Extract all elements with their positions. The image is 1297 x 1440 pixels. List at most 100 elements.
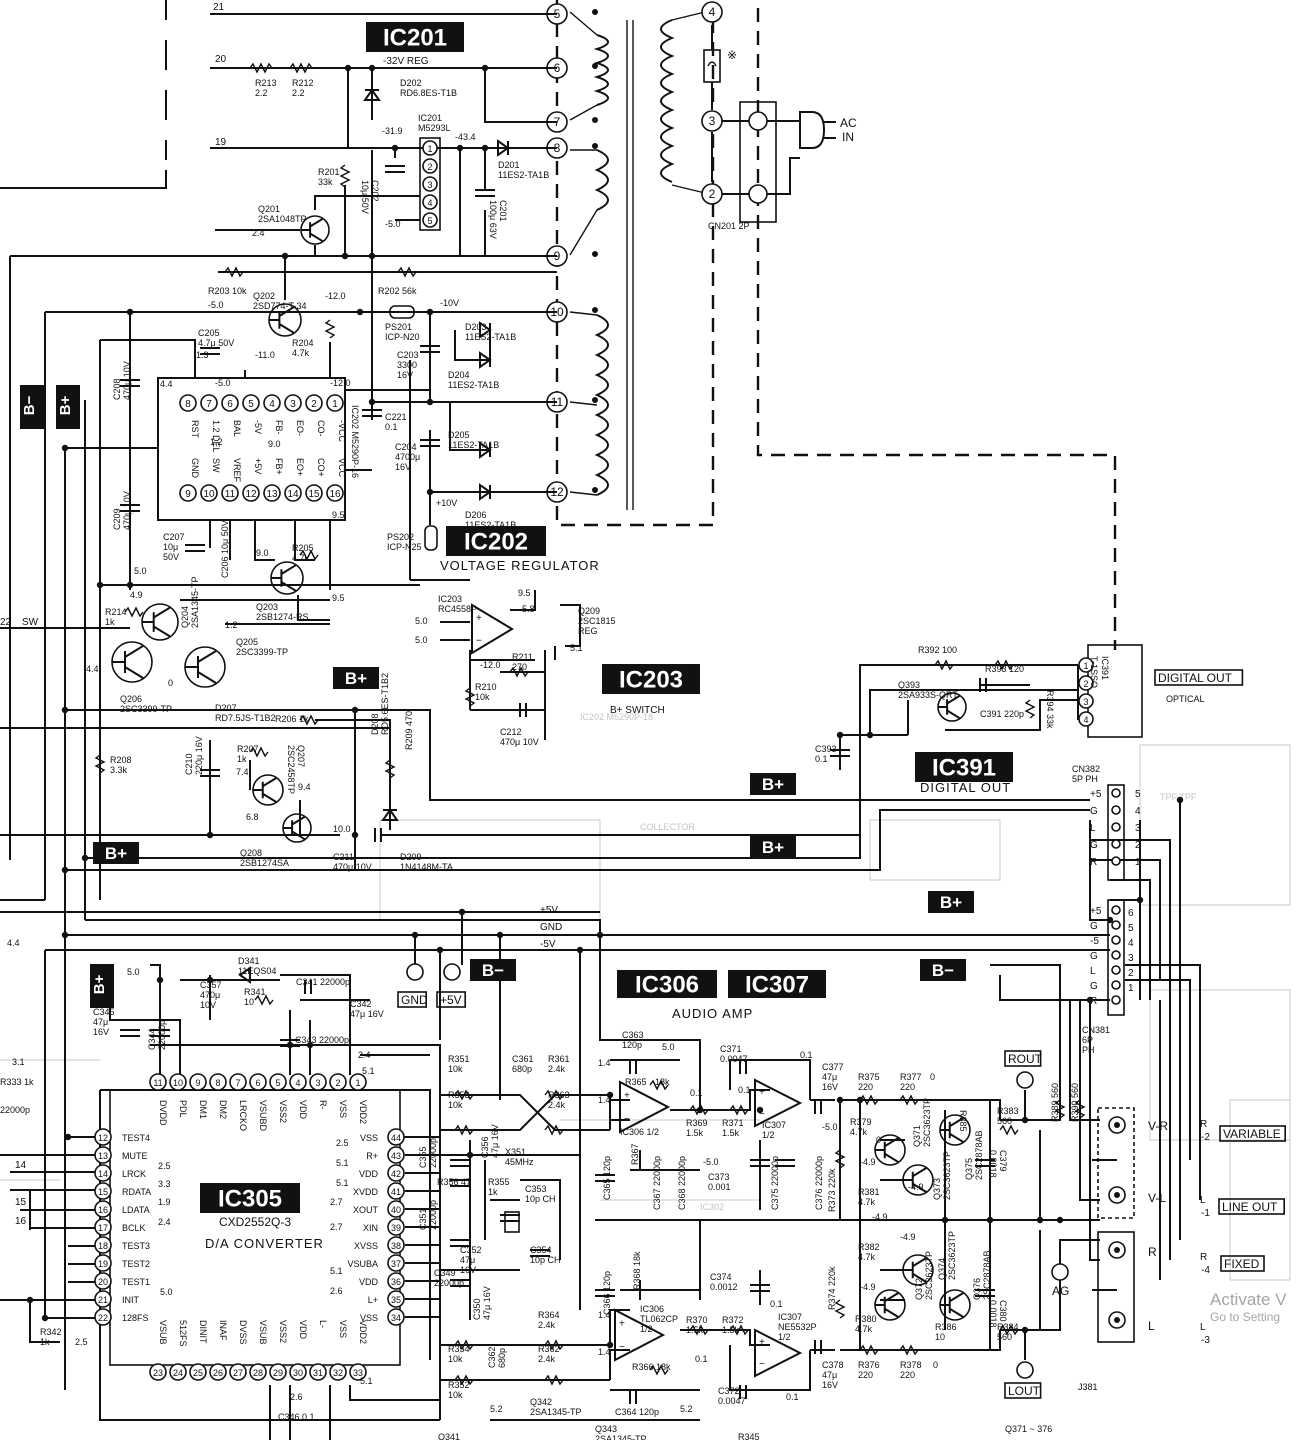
ic202-pin-num: 2 <box>311 399 317 410</box>
ic202-pin-2 <box>305 394 323 412</box>
ic305-pin-name: VSS <box>360 1313 378 1323</box>
ic203-title-bg <box>602 664 700 694</box>
label-r203: R203 10k <box>208 286 247 296</box>
rail-minus5: -5V <box>540 939 556 950</box>
ic201-pin-5 <box>422 212 438 228</box>
output-variable: VARIABLE <box>1223 1127 1281 1141</box>
label-v50e: 5.0 <box>415 616 428 626</box>
ic305-pin-num: 12 <box>98 1133 108 1143</box>
transistors <box>111 215 971 1321</box>
label-v25b: 2.5 <box>75 1337 88 1347</box>
rail-b-minus-left: B− <box>21 395 38 415</box>
ic305-pin-num: 4 <box>295 1078 300 1088</box>
label-ic306a: IC306 1/2 <box>620 1127 659 1137</box>
label-v50j: -5.0 <box>822 1122 838 1132</box>
ac-label-2: IN <box>842 130 854 144</box>
ic-bodies <box>109 137 1143 1366</box>
label-v49e: -4.9 <box>860 1282 876 1292</box>
cn381-contact <box>1111 905 1121 915</box>
ic201-subtitle: -32V REG <box>383 56 429 67</box>
junction <box>26 1296 34 1304</box>
ic305-pin-name: LRCKO <box>238 1100 248 1131</box>
ic305-pin-28 <box>249 1363 267 1381</box>
ic305-pin-name: DM2 <box>218 1100 228 1119</box>
cn381-contact <box>1111 995 1121 1005</box>
ic305-pin-name: INAF <box>218 1320 228 1341</box>
opamp-minus: − <box>624 1114 630 1125</box>
primary-pin-2 <box>701 183 723 205</box>
label-v50g: 5.0 <box>127 967 140 977</box>
rail-b-plus-1-bg <box>333 667 379 689</box>
ic305-pin-name: R- <box>318 1100 328 1110</box>
ic305-pin-name: R+ <box>366 1151 378 1161</box>
ic305-pin-name: TEST1 <box>122 1277 150 1287</box>
ic305-part: CXD2552Q-3 <box>219 1215 291 1229</box>
ic305-pin-num: 32 <box>333 1368 343 1378</box>
audio-section-wiring <box>0 950 1110 1440</box>
label-v319: -31.9 <box>382 126 403 136</box>
label-v25: 2.5 <box>336 1138 349 1148</box>
label-v94: 9.4 <box>298 782 311 792</box>
ic305-pin-19 <box>94 1254 112 1272</box>
ic391-title: IC391 <box>932 755 996 782</box>
ic391-pin-1 <box>1078 657 1094 673</box>
watermark-line1: Activate V <box>1210 1290 1287 1309</box>
junction <box>1056 1216 1064 1224</box>
ic305-pin-num: 25 <box>193 1368 203 1378</box>
ic305-pin-num: 42 <box>391 1169 401 1179</box>
output-side-ch: L <box>1200 1195 1206 1206</box>
ic305-pin-name: BCLK <box>122 1223 146 1233</box>
label-v51d: 5.1 <box>336 1178 349 1188</box>
junction <box>466 1151 474 1159</box>
label-v01f: 0.1 <box>786 1392 799 1402</box>
ic305-pin-20 <box>94 1272 112 1290</box>
cn381-contact <box>1111 935 1121 945</box>
ic202-pin-13 <box>263 484 281 502</box>
transistor-leads <box>253 777 277 803</box>
label-r373: R373 220k <box>827 1168 837 1212</box>
label-v24: 2.4 <box>252 228 265 238</box>
ic305-pin-num: 14 <box>98 1169 108 1179</box>
label-c367: C367 22000p <box>652 1156 662 1210</box>
label-r393: R393 120 <box>985 664 1024 674</box>
output-r: R <box>1148 1245 1157 1259</box>
ic305-pin-num: 1 <box>355 1078 360 1088</box>
ic202-pin-6 <box>221 394 239 412</box>
junction <box>81 854 89 862</box>
ic305-pin-name: VSS2 <box>278 1320 288 1343</box>
cn382-pin-num: 2 <box>1135 840 1141 851</box>
ic305-pin-num: 44 <box>391 1133 401 1143</box>
transistor-leads <box>938 694 961 720</box>
ic305-pin-num: 18 <box>98 1241 108 1251</box>
label-v12: 1.2 <box>210 437 223 447</box>
transistor-leads <box>301 217 324 243</box>
ic201-pin-num: 2 <box>427 162 432 172</box>
label-v50c: -5.0 <box>215 378 231 388</box>
output-side-num: -4 <box>1201 1265 1210 1276</box>
ic202-pin-1 <box>326 394 344 412</box>
junction <box>458 908 466 916</box>
ic305-pin-num: 30 <box>293 1368 303 1378</box>
label-c210: C210220μ 16V <box>184 736 204 775</box>
rail-b-plus-1: B+ <box>345 669 367 688</box>
junction <box>496 931 504 939</box>
ic202-pin-name: VREF <box>232 458 242 483</box>
rail-b-plus-left: B+ <box>57 395 74 415</box>
